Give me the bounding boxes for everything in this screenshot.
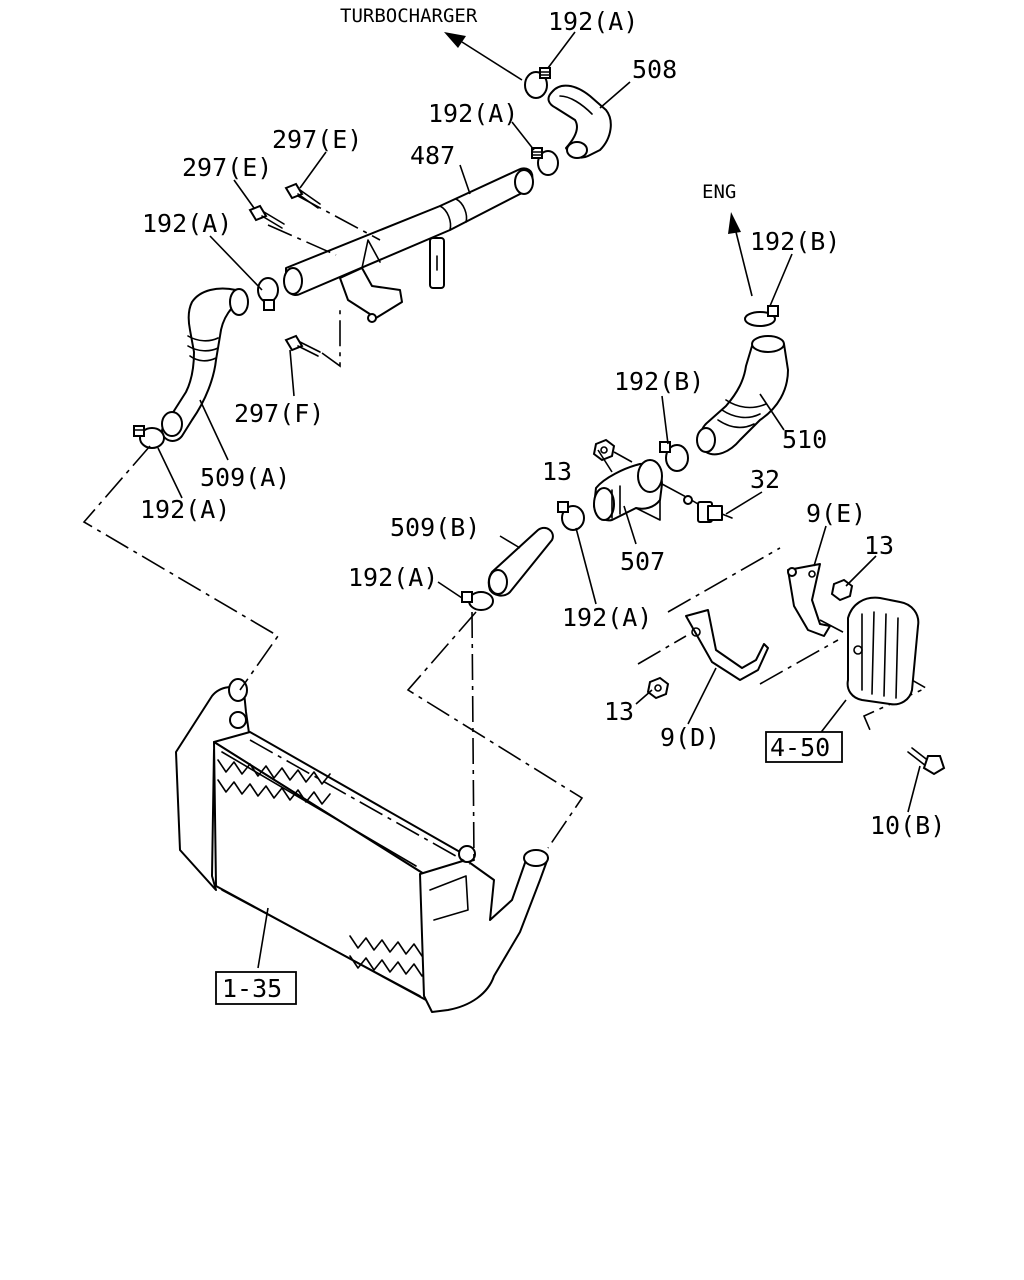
callout-13-upper: 13 (542, 457, 572, 486)
label-turbocharger: TURBOCHARGER (340, 5, 478, 27)
clamp-192a-top (524, 67, 551, 99)
turbocharger-direction-arrow (444, 32, 523, 81)
bolt-297e-lower (248, 204, 285, 229)
bracket-9d (685, 609, 769, 681)
clamp-192a-mid (531, 147, 559, 176)
callout-192a-outlet: 192(A) (348, 563, 438, 592)
clamp-192a-bottom-left (133, 425, 165, 449)
callout-10b: 10(B) (870, 811, 945, 840)
bolt-297f (284, 334, 321, 357)
callout-9e: 9(E) (806, 499, 866, 528)
eng-direction-arrow (728, 212, 753, 297)
clamp-192a-left (257, 277, 279, 311)
elbow-507 (593, 459, 663, 522)
callout-192a-bottom-left: 192(A) (140, 495, 230, 524)
bracket-9e (787, 563, 831, 637)
callout-192b-upper: 192(B) (750, 227, 840, 256)
hose-509b (487, 526, 554, 597)
hose-509a (161, 287, 249, 442)
callout-32: 32 (750, 465, 780, 494)
callout-192b-mid: 192(B) (614, 367, 704, 396)
intercooler-1-35 (175, 678, 549, 1013)
reference-box-4-50[interactable]: 4-50 (765, 731, 843, 763)
callout-192a-inlet: 192(A) (562, 603, 652, 632)
reference-box-1-35[interactable]: 1-35 (215, 971, 297, 1005)
callout-192a-left: 192(A) (142, 209, 232, 238)
clamp-192a-outlet (461, 591, 494, 611)
callout-487: 487 (410, 141, 455, 170)
bolt-10b (907, 747, 946, 776)
callout-508: 508 (632, 55, 677, 84)
callout-192a-top: 192(A) (548, 7, 638, 36)
callout-13-lower: 13 (604, 697, 634, 726)
hose-510 (696, 335, 789, 456)
clamp-192b-upper (744, 305, 779, 327)
reference-1-35[interactable]: 1-35 (222, 974, 282, 1003)
clamp-192b-mid (659, 441, 689, 472)
callout-509b: 509(B) (390, 513, 480, 542)
callout-13-right: 13 (864, 531, 894, 560)
pipe-487 (283, 167, 534, 323)
callout-297e-upper: 297(E) (272, 125, 362, 154)
callout-509a: 509(A) (200, 463, 290, 492)
callout-297f: 297(F) (234, 399, 324, 428)
nut-13-upper (592, 438, 616, 462)
fitting-32 (683, 495, 733, 523)
callout-297e-lower: 297(E) (182, 153, 272, 182)
label-eng: ENG (702, 181, 736, 203)
clamp-192a-inlet (557, 501, 585, 531)
cover-4-50 (846, 596, 920, 706)
callout-510: 510 (782, 425, 827, 454)
callout-507: 507 (620, 547, 665, 576)
callout-9d: 9(D) (660, 723, 720, 752)
hose-508 (547, 84, 612, 159)
callout-192a-mid: 192(A) (428, 99, 518, 128)
reference-4-50[interactable]: 4-50 (770, 733, 830, 762)
nut-13-lower (646, 676, 670, 700)
